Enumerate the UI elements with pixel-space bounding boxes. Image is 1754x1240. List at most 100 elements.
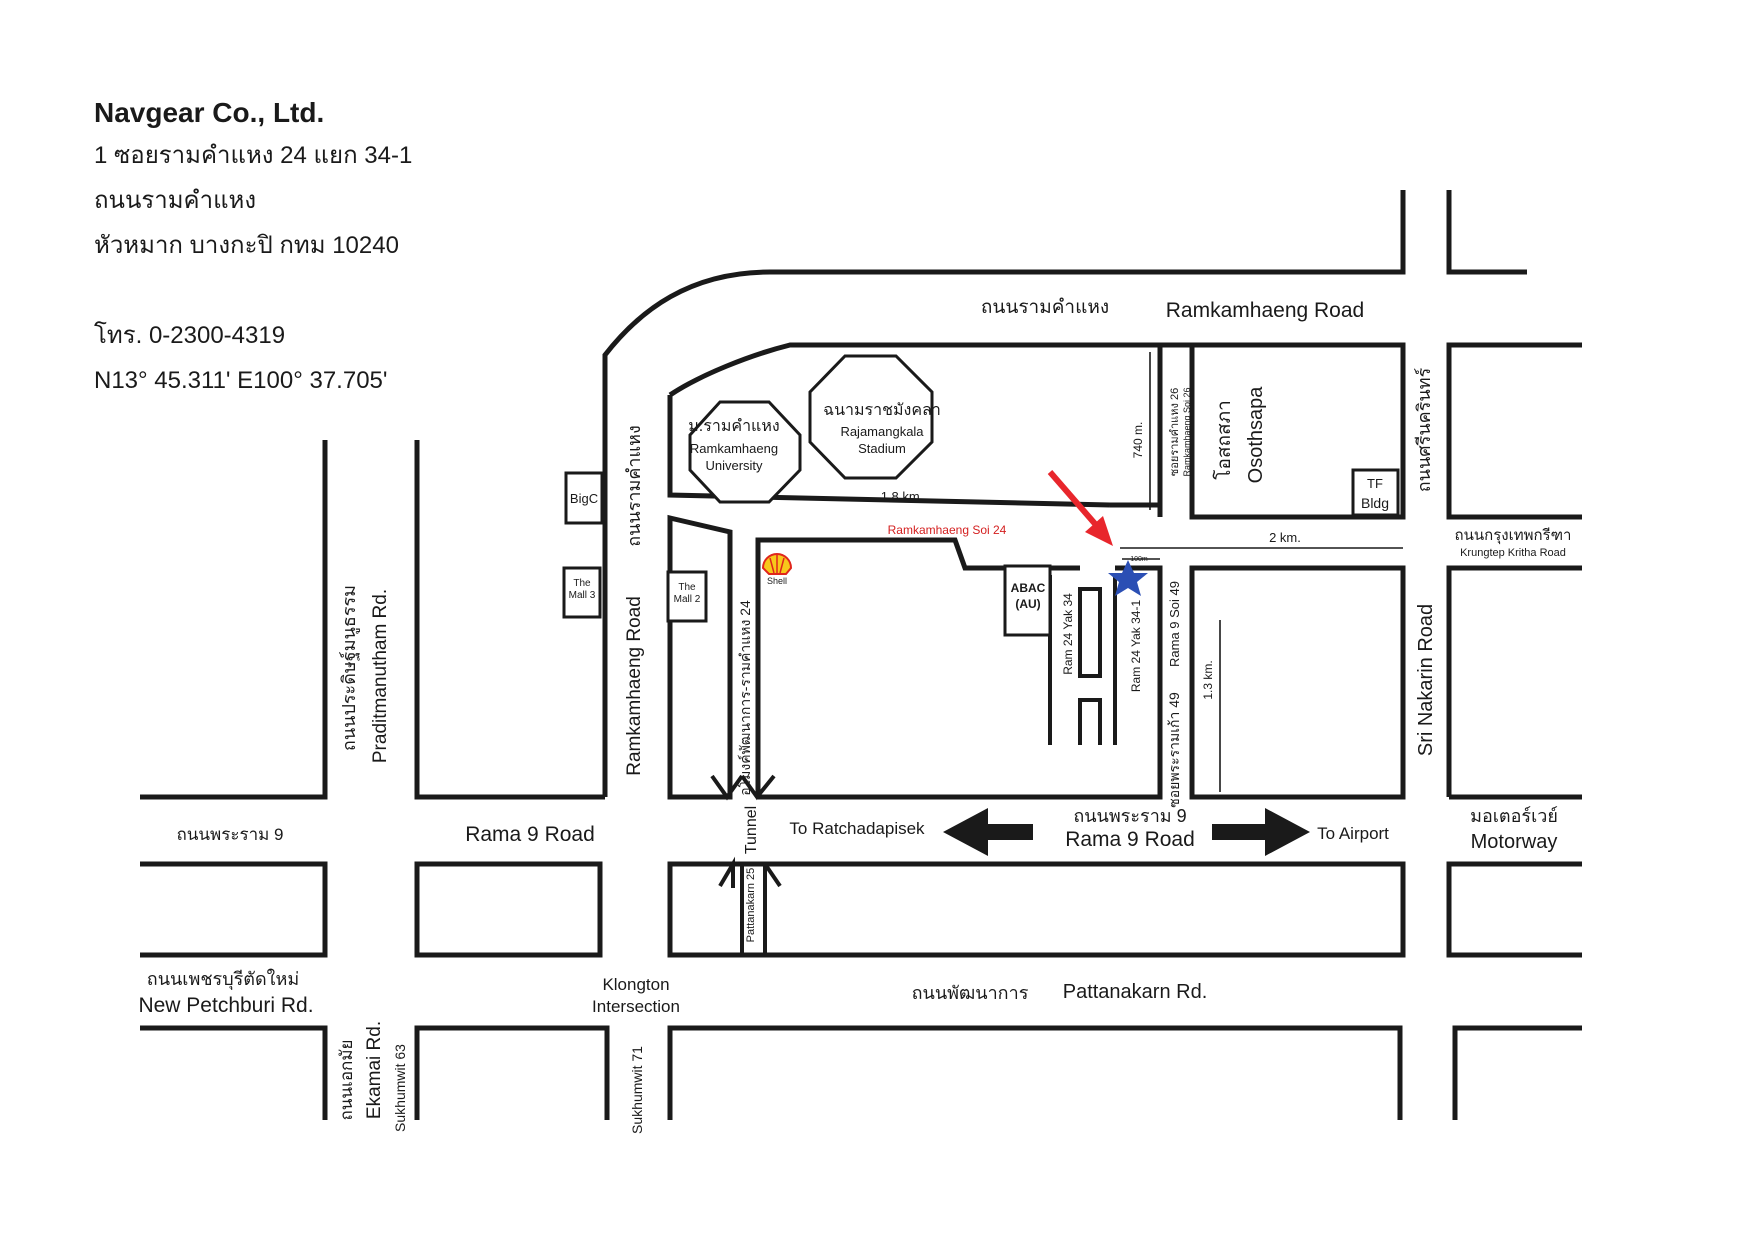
road-edge: [667, 395, 1111, 508]
road-label: Ram 24 Yak 34: [1061, 593, 1075, 675]
direction-label: To Airport: [1317, 824, 1389, 843]
buildings: [562, 354, 1400, 637]
road-edge: [140, 440, 328, 800]
road-label: Sukhumwit 71: [629, 1046, 645, 1134]
small-roads: [740, 575, 1117, 955]
tunnel-arrows: [710, 774, 782, 888]
road-label: Ramkamhaeng Soi 24: [888, 523, 1007, 537]
road-label: ถนนรามคำแหง: [624, 425, 644, 547]
road-edge: [602, 190, 1406, 797]
road-label: New Petchburi Rd.: [138, 994, 313, 1017]
road-label: ถนนพระราม 9: [1073, 806, 1186, 826]
road-edge: [140, 861, 328, 958]
place-label: โอสถสภา: [1212, 400, 1235, 480]
road-label: ถนนประดิษฐ์มนูธรรม: [339, 585, 360, 751]
road-label: Rama 9 Road: [465, 823, 595, 846]
arrow-up-icon: [763, 862, 782, 888]
mall2-box: [666, 570, 708, 623]
road-edge: [667, 861, 1406, 958]
place-label: Rajamangkala: [840, 424, 924, 439]
arrow-down-icon: [740, 774, 776, 801]
road-label: Praditmanutham Rd.: [370, 589, 391, 763]
direction-label: To Ratchadapisek: [789, 819, 925, 838]
road-label: Rama 9 Soi 49: [1167, 581, 1182, 667]
road-edge: [414, 440, 605, 800]
road-edge: [1446, 190, 1527, 275]
place-label: BigC: [570, 491, 598, 506]
spacer: [94, 268, 514, 313]
road-label: Ramkamhaeng Soi 26: [1182, 387, 1192, 476]
road-label: ถนนกรุงเทพกรีฑา: [1455, 527, 1572, 545]
road-label: ถนนเพชรบุรีตัดใหม่: [147, 968, 299, 990]
stadium-icon: [808, 354, 934, 480]
road-edge: [414, 861, 603, 958]
road-label: Motorway: [1471, 831, 1558, 853]
road-edge: [1446, 565, 1582, 800]
distance-label: 740 m.: [1131, 422, 1145, 459]
road-edge: [667, 1025, 1403, 1120]
arrow-icon: [1047, 470, 1113, 546]
road-label: Ekamai Rd.: [364, 1021, 385, 1119]
place-label: Ramkamhaeng: [690, 441, 778, 456]
road-label: ถนนเอกมัย: [337, 1039, 356, 1120]
mall3-box: [562, 566, 602, 619]
road-edge: [667, 514, 733, 800]
address-line-1: 1 ซอยรามคำแหง 24 แยก 34-1: [94, 142, 413, 169]
road-label: Rama 9 Road: [1065, 828, 1195, 851]
road-edge: [1452, 1025, 1582, 1120]
company-header: Navgear Co., Ltd. 1 ซอยรามคำแหง 24 แยก 3…: [94, 93, 514, 403]
phone-number[interactable]: โทร. 0-2300-4319: [94, 322, 286, 349]
shell-logo-icon: [761, 553, 793, 575]
place-label: ม.รามคำแหง: [688, 418, 779, 435]
place-label: Stadium: [858, 441, 906, 456]
place-label: TF: [1367, 476, 1383, 491]
address-line-3: หัวหมาก บางกะปิ กทม 10240: [94, 232, 399, 259]
road-label: Sukhumwit 63: [392, 1044, 408, 1132]
distance-label: 1.8 km.: [881, 489, 924, 504]
distance-label: 100m: [1130, 556, 1148, 563]
road-edge: [755, 537, 1163, 800]
star-icon[interactable]: [1108, 560, 1148, 596]
road-label: ซอยพระรามเก้า 49: [1166, 692, 1182, 808]
tf-box: [1351, 468, 1400, 517]
place-label: Osothsapa: [1245, 386, 1267, 484]
road-label: Sri Nakarin Road: [1415, 604, 1437, 756]
road-edge: [1110, 345, 1163, 517]
road-edge: [668, 342, 1403, 398]
block: [1078, 587, 1102, 678]
place-label: ABAC: [1011, 581, 1046, 595]
road-label: ถนนรามคำแหง: [981, 297, 1109, 318]
road-label: มอเตอร์เวย์: [1470, 806, 1558, 826]
bigc-box: [564, 471, 604, 525]
place-label: Mall 3: [569, 590, 596, 601]
place-label: Mall 2: [674, 594, 701, 605]
road-label: Tunnel: [743, 806, 760, 854]
gps-coordinates: N13° 45.311' E100° 37.705': [94, 367, 388, 394]
university-icon: [688, 400, 802, 504]
distance-label: 2 km.: [1269, 530, 1301, 545]
address-line-2: ถนนรามคำแหง: [94, 187, 257, 214]
road-label: Ramkamhaeng Road: [1166, 299, 1364, 322]
place-label: Shell: [767, 576, 787, 586]
road-label: ซอยรามคำแหง 26: [1169, 388, 1181, 476]
arrow-up-icon: [718, 856, 735, 888]
road-edge: [1189, 565, 1406, 800]
road-edge: [1446, 342, 1582, 520]
place-label: ฉนามราชมังคลา: [823, 402, 941, 419]
road-edge: [1446, 861, 1582, 958]
road-edge: [1189, 342, 1406, 520]
place-label: The: [573, 578, 591, 589]
arrow-down-icon: [710, 774, 744, 801]
road-label: อุโมงค์พัฒนาการ-รามคำแหง 24: [737, 600, 754, 796]
arrow-left-icon: [943, 808, 1033, 856]
road-edge: [140, 1025, 328, 1120]
road-edge: [414, 1025, 610, 1120]
arrow-right-icon: [1212, 808, 1310, 856]
road-label: ถนนพระราม 9: [176, 825, 283, 844]
block: [1078, 698, 1102, 745]
distance-label: 1.3 km.: [1201, 660, 1215, 699]
place-label: The: [678, 582, 696, 593]
road-label: Ram 24 Yak 34-1: [1129, 600, 1143, 693]
labels: ถนนรามคำแหง Ramkamhaeng Road ม.รามคำแหง …: [138, 297, 1571, 1134]
